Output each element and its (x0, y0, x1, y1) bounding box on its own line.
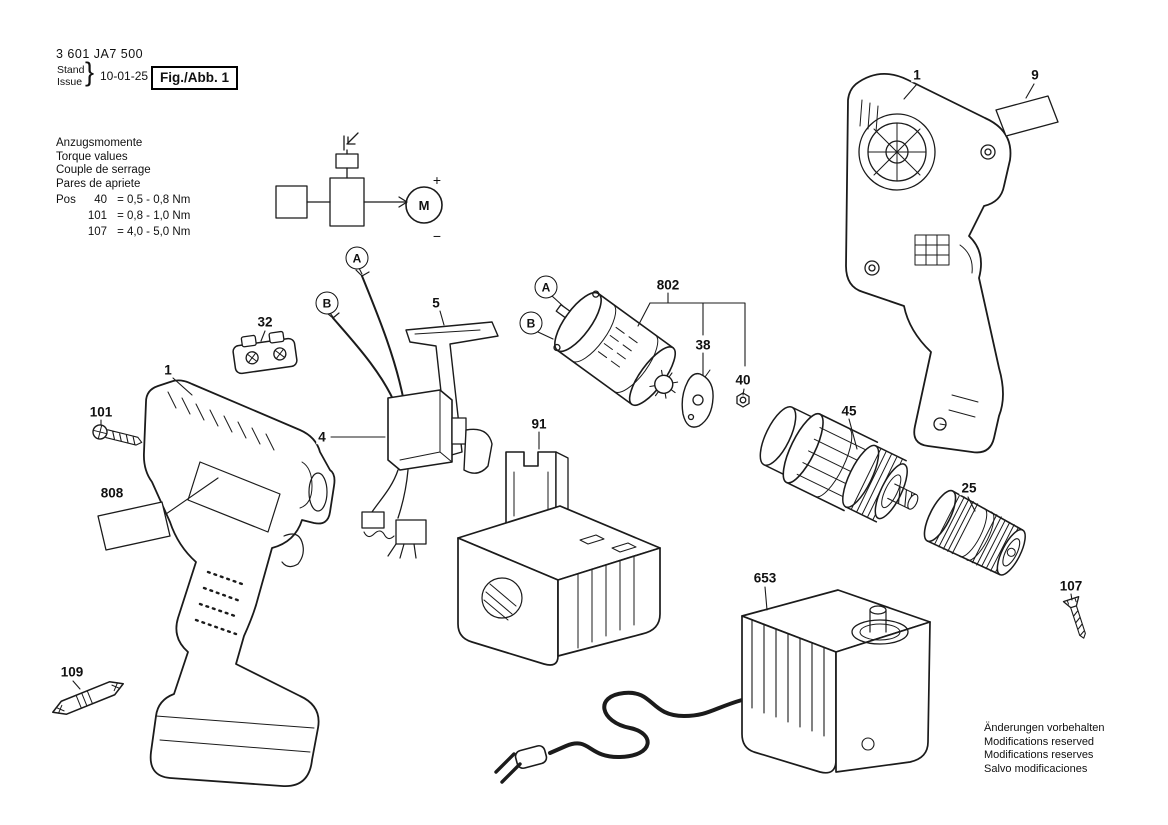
battery-91-art (457, 451, 661, 666)
plus-sign: + (433, 172, 441, 188)
callout-b-motor: B (519, 311, 543, 335)
charger-653-art (494, 589, 931, 784)
part-label-38: 38 (693, 337, 713, 353)
chuck-25-art (923, 489, 1026, 576)
part-label-4: 4 (316, 429, 328, 445)
part-label-653: 653 (751, 570, 779, 586)
part-label-107: 107 (1057, 578, 1085, 594)
document-part-number: 3 601 JA7 500 (56, 47, 144, 61)
part-label-1-housing: 1 (911, 67, 923, 83)
lever-5-art (405, 321, 499, 457)
part-label-109: 109 (58, 664, 86, 680)
motor-symbol-letter: M (419, 198, 430, 213)
part-label-32: 32 (255, 314, 275, 330)
screw-101-art (92, 424, 143, 446)
torque-equals: = (117, 193, 124, 206)
modifications-notice: Änderungen vorbehalten Modifications res… (984, 722, 1104, 776)
stand-label: Stand (57, 64, 85, 76)
torque-pos-label: Pos (56, 193, 76, 206)
gearbox-45-art (759, 406, 919, 523)
part-label-5: 5 (430, 295, 442, 311)
circuit-diagram-art: M + − (275, 132, 443, 244)
torque-title-fr: Couple de serrage (56, 164, 151, 176)
part-label-101: 101 (87, 404, 115, 420)
torque-equals: = (117, 225, 124, 238)
torque-value: 4,0 - 5,0 Nm (127, 225, 191, 238)
torque-title-en: Torque values (56, 150, 128, 163)
stand-issue-block: Stand Issue (57, 64, 84, 88)
part-label-802: 802 (654, 277, 682, 293)
issue-label: Issue (57, 76, 83, 88)
torque-title-es: Pares de apriete (56, 177, 141, 190)
motor-802-art (553, 290, 679, 407)
part-label-9: 9 (1029, 67, 1041, 83)
minus-sign: − (433, 228, 441, 244)
part-label-45: 45 (839, 403, 859, 419)
part-label-808: 808 (98, 485, 126, 501)
torque-pos-value: 107 (87, 225, 107, 238)
brace-glyph: } (85, 57, 95, 87)
part-label-25: 25 (959, 480, 979, 496)
torque-pos-value: 101 (87, 209, 107, 222)
screw-107-art (1062, 596, 1086, 639)
torque-value: 0,8 - 1,0 Nm (127, 209, 191, 222)
notice-line-es: Salvo modificaciones (984, 762, 1088, 775)
torque-row: 101 = 0,8 - 1,0 Nm (56, 210, 190, 224)
issue-date: 10-01-25 (100, 69, 149, 83)
figure-label: Fig./Abb. 1 (151, 66, 238, 90)
leader-lines (72, 83, 1073, 690)
part-label-40: 40 (733, 372, 753, 388)
switch-assembly-art (326, 269, 493, 559)
torque-pos-value: 40 (94, 193, 107, 206)
clip-32-art (232, 330, 298, 375)
callout-b-switch: B (315, 291, 339, 315)
callout-a-motor: A (534, 275, 558, 299)
torque-title-de: Anzugsmomente (56, 137, 143, 149)
housing-shell-art (845, 73, 1059, 454)
plate-38-art (681, 369, 714, 428)
notice-line-de: Änderungen vorbehalten (984, 722, 1105, 734)
torque-value: 0,5 - 0,8 Nm (127, 193, 191, 206)
notice-line-en: Modifications reserved (984, 735, 1095, 748)
notice-line-fr: Modifications reserves (984, 749, 1094, 761)
drill-left-art (97, 379, 336, 787)
torque-row: Pos 40 = 0,5 - 0,8 Nm (56, 194, 190, 208)
part-label-1-drill: 1 (162, 362, 174, 378)
torque-row: 107 = 4,0 - 5,0 Nm (56, 226, 190, 240)
callout-a-switch: A (345, 246, 369, 270)
torque-table: Anzugsmomente Torque values Couple de se… (56, 137, 190, 239)
nut-40-art (736, 392, 750, 408)
part-label-91: 91 (529, 416, 549, 432)
torque-equals: = (117, 209, 124, 222)
bit-109-art (52, 681, 124, 715)
